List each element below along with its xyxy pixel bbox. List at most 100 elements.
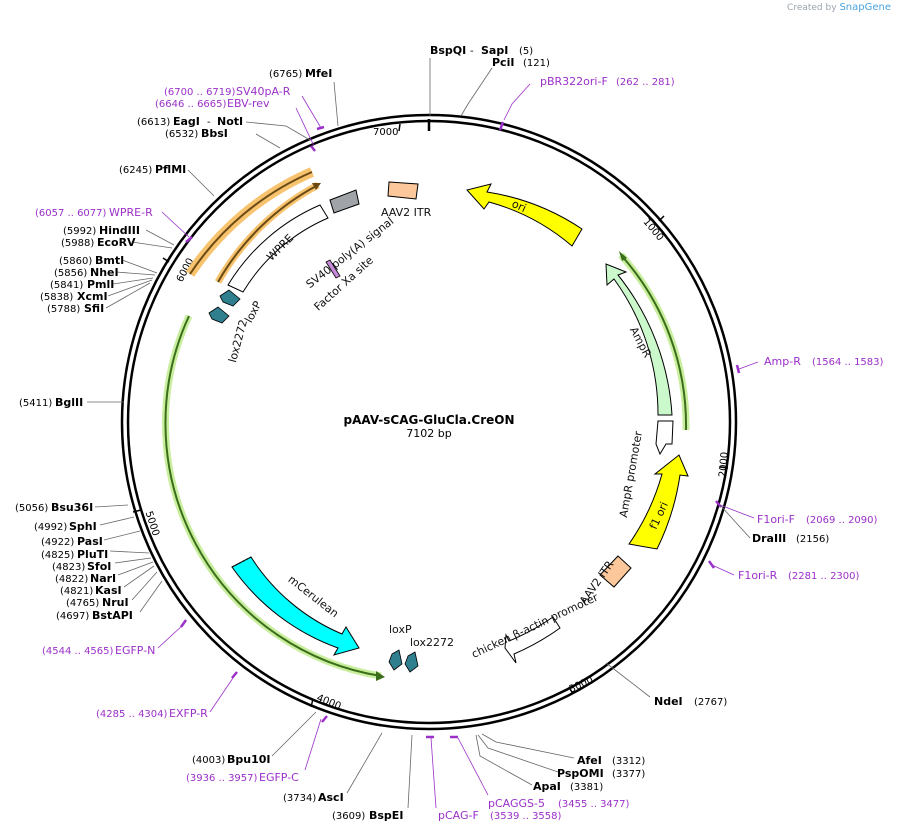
mcerulean-feature[interactable] — [231, 556, 360, 656]
leader-sfoi — [114, 557, 152, 564]
site-bglii-name[interactable]: BglII — [55, 396, 83, 409]
f1-ori-feature[interactable] — [628, 454, 689, 550]
site-sfii-pos: (5788) — [47, 304, 80, 315]
leader-egfp-c — [304, 718, 322, 771]
site-sfoi-name[interactable]: SfoI — [87, 560, 111, 573]
site-bpu10i-pos: (4003) — [192, 755, 225, 766]
loxp-left-feature[interactable] — [219, 289, 241, 307]
site-bstapi-name[interactable]: BstAPI — [92, 609, 133, 622]
site-bspei-name[interactable]: BspEI — [369, 809, 403, 822]
plasmid-name: pAAV-sCAG-GluCla.CreON — [344, 413, 515, 427]
site-asci-pos: (3734) — [283, 793, 316, 804]
site-asci-name[interactable]: AscI — [318, 791, 344, 804]
ampr-feature[interactable] — [605, 263, 673, 416]
primer-pbr322ori-f-name[interactable]: pBR322ori-F — [540, 75, 608, 88]
site-nari-pos: (4822) — [55, 574, 88, 585]
site-kasi-name[interactable]: KasI — [95, 584, 122, 597]
primer-pcaggs-5-name[interactable]: pCAGGS-5 — [488, 797, 545, 810]
site-mfei-pos: (6765) — [269, 69, 302, 80]
primer-mark-sv40pa-r — [316, 125, 325, 131]
primer-mark-amp-r — [735, 364, 741, 374]
site-bbsi-pos: (6532) — [165, 129, 198, 140]
sv40-feature[interactable] — [329, 189, 360, 214]
site-hindiii-name[interactable]: HindIII — [99, 224, 140, 237]
site-ndei-name[interactable]: NdeI — [654, 695, 683, 708]
primer-f1ori-f-name[interactable]: F1ori-F — [757, 513, 795, 526]
leader-apai — [475, 734, 533, 786]
site-draiii-name[interactable]: DraIII — [752, 532, 786, 545]
leader-nhei — [115, 271, 156, 276]
site-bsu36i-name[interactable]: Bsu36I — [51, 501, 93, 514]
site-noti-name[interactable]: NotI — [217, 115, 243, 128]
site-pcii-name[interactable]: PciI — [492, 56, 514, 69]
mcerulean-orf-glow — [162, 314, 382, 680]
factor-xa-feature[interactable] — [325, 259, 341, 279]
primer-egfp-n-name[interactable]: EGFP-N — [115, 644, 155, 657]
primer-f1ori-r-name[interactable]: F1ori-R — [738, 569, 778, 582]
wpre-feature[interactable] — [227, 204, 329, 293]
ampr-orf-arrowhead — [619, 251, 627, 261]
tick-2000-label: 2000 — [718, 451, 731, 477]
aav2-itr-top-feature[interactable] — [387, 181, 419, 200]
site-pmli-pos: (5841) — [50, 280, 83, 291]
primer-wpre-r-name[interactable]: WPRE-R — [109, 206, 153, 219]
site-ecorv-name[interactable]: EcoRV — [97, 236, 136, 249]
ampr-orf-line — [620, 254, 688, 431]
lox2272-left-feature[interactable] — [208, 306, 230, 324]
site-nrui-name[interactable]: NruI — [102, 596, 129, 609]
site-bglii-pos: (5411) — [19, 398, 52, 409]
site-sfoi-pos: (4823) — [52, 562, 85, 573]
site-xcmi-pos: (5838) — [40, 292, 73, 303]
primer-f1ori-r-pos: (2281 .. 2300) — [788, 571, 860, 582]
primer-mark-pbr322ori-f — [498, 121, 505, 131]
lox2272-right-label: lox2272 — [410, 636, 454, 649]
site-pflmi-name[interactable]: PflMI — [155, 163, 186, 176]
site-pluti-name[interactable]: PluTI — [77, 548, 108, 561]
site-pspomi-name[interactable]: PspOMI — [557, 767, 604, 780]
primer-pcag-f-name[interactable]: pCAG-F — [438, 809, 479, 822]
site-ecorv-pos: (5988) — [61, 238, 94, 249]
primer-exfp-r-name[interactable]: EXFP-R — [169, 707, 208, 720]
primer-sv40pa-r-name[interactable]: SV40pA-R — [236, 85, 291, 98]
site-bpu10i-name[interactable]: Bpu10I — [227, 753, 271, 766]
loxp-right-feature[interactable] — [388, 649, 403, 671]
site-kasi-pos: (4821) — [60, 586, 93, 597]
site-pasi-name[interactable]: PasI — [77, 535, 103, 548]
site-sphi-name[interactable]: SphI — [69, 520, 97, 533]
site-bmti-name[interactable]: BmtI — [95, 254, 124, 267]
site-xcmi-name[interactable]: XcmI — [77, 290, 108, 303]
primer-ebv-rev-name[interactable]: EBV-rev — [227, 97, 270, 110]
aav2-itr-right-feature[interactable] — [599, 555, 632, 588]
site-bspqi-dash: - — [470, 46, 474, 57]
site-mfei-name[interactable]: MfeI — [305, 67, 332, 80]
lox2272-right-feature[interactable] — [404, 651, 419, 673]
backbone-outer-ring — [120, 113, 738, 731]
primer-pcaggs-5-pos: (3455 .. 3477) — [558, 799, 630, 810]
leader-pluti — [109, 550, 150, 554]
ampr-promoter-feature[interactable] — [655, 420, 674, 456]
primer-ebv-rev-pos: (6646 .. 6665) — [155, 99, 227, 110]
site-apai-name[interactable]: ApaI — [533, 780, 561, 793]
site-nari-name[interactable]: NarI — [90, 572, 116, 585]
site-sfii-name[interactable]: SfiI — [84, 302, 104, 315]
tick-2000-mark — [719, 466, 729, 469]
leader-afei — [481, 733, 575, 759]
site-afei-pos: (3312) — [612, 756, 645, 767]
site-pmli-name[interactable]: PmlI — [87, 278, 114, 291]
leader-sfii — [105, 282, 151, 309]
leader-pasi — [103, 530, 141, 541]
ori-feature[interactable] — [466, 183, 583, 247]
leader-bmti — [121, 259, 158, 274]
ori-label: ori — [510, 197, 528, 215]
leader-f1ori-f — [719, 504, 755, 519]
site-sapi-name[interactable]: SapI — [481, 44, 508, 57]
chicken-promoter-feature[interactable] — [504, 616, 561, 664]
site-eagi-name[interactable]: EagI — [173, 115, 200, 128]
site-afei-name[interactable]: AfeI — [577, 754, 602, 767]
primer-amp-r-name[interactable]: Amp-R — [764, 355, 801, 368]
primer-egfp-c-name[interactable]: EGFP-C — [259, 771, 299, 784]
site-bspqi-name[interactable]: BspQI — [430, 44, 466, 57]
site-bbsi-name[interactable]: BbsI — [201, 127, 228, 140]
site-nhei-name[interactable]: NheI — [90, 266, 119, 279]
leader-mfei — [333, 81, 339, 127]
